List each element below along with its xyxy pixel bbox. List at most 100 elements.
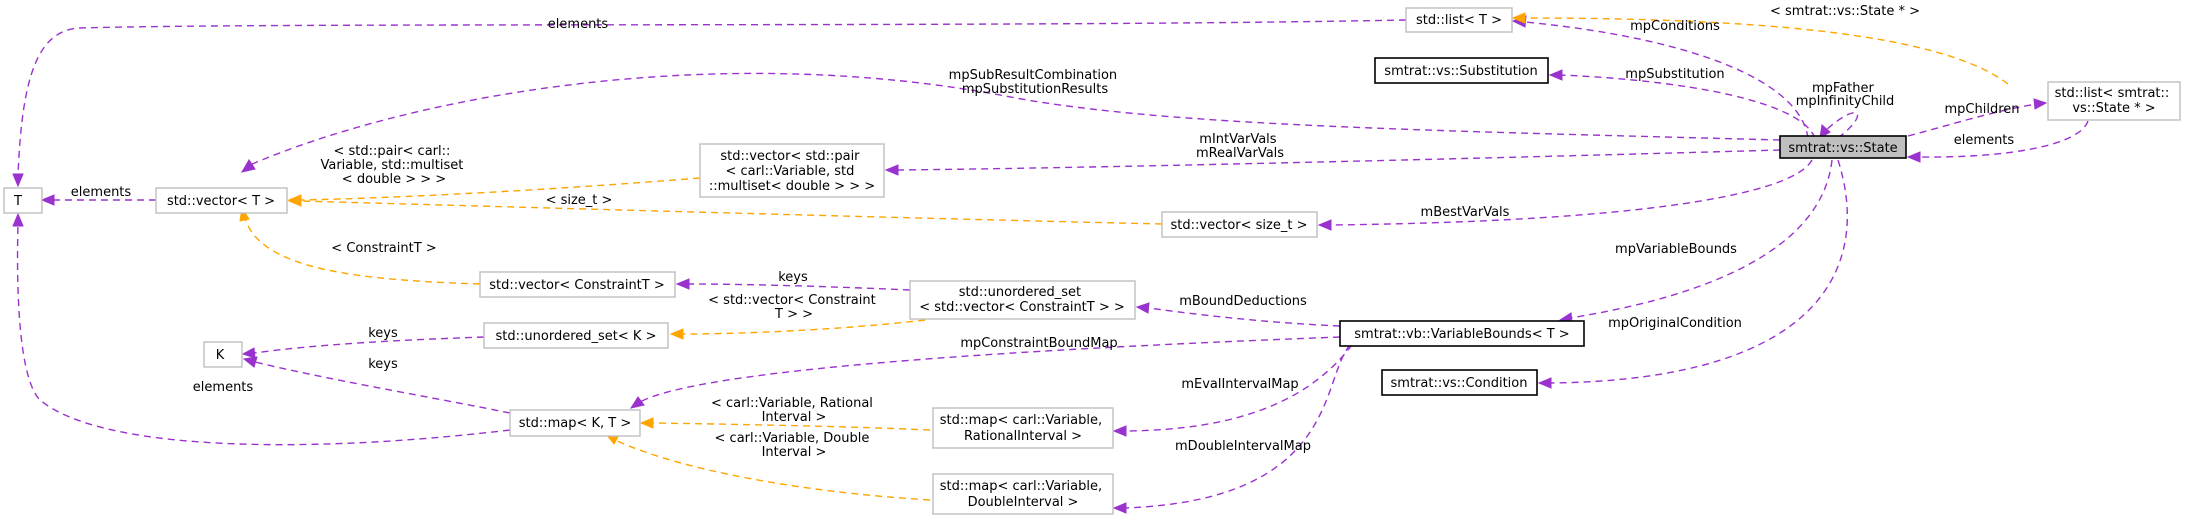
edge-mEvalIntervalMap (1124, 344, 1353, 432)
node-condition[interactable]: smtrat::vs::Condition (1381, 369, 1538, 396)
label-list-elements: elements (548, 17, 609, 32)
arrowhead-mpChildren (2033, 98, 2048, 110)
edge-double-tmpl (614, 439, 931, 501)
arrowhead-mEvalIntervalMap (1112, 425, 1127, 437)
edge-sizet-tmpl (299, 200, 1163, 225)
edge-uset-vec-tmpl (681, 319, 926, 335)
node-uset-K-label: std::unordered_set< K > (496, 329, 657, 344)
node-variable-bounds[interactable]: smtrat::vb::VariableBounds< T > (1339, 320, 1585, 347)
label-mpChildren: mpChildren (1944, 102, 2019, 117)
arrowhead-mpConstraintBoundMap (629, 396, 645, 409)
node-state-label: smtrat::vs::State (1788, 141, 1897, 156)
arrowhead-rational-tmpl (639, 417, 654, 429)
arrowhead-uset-vec-tmpl (669, 328, 684, 340)
node-uset-K[interactable]: std::unordered_set< K > (483, 322, 669, 349)
edge-set-keys (253, 336, 485, 354)
node-list-state[interactable]: std::list< smtrat:: vs::State * > (2047, 81, 2181, 121)
label-listState-tmpl: < smtrat::vs::State * > (1770, 4, 1920, 19)
label-mpConditions: mpConditions (1630, 19, 1720, 34)
node-map-rational[interactable]: std::map< carl::Variable, RationalInterv… (932, 407, 1114, 449)
node-vector-T-label: std::vector< T > (167, 194, 275, 209)
arrowhead-mDoubleIntervalMap (1112, 502, 1127, 514)
label-mIntVarVals: mIntVarVals mRealVarVals (1196, 132, 1284, 161)
label-rational-tmpl: < carl::Variable, Rational Interval > (711, 396, 877, 425)
node-substitution-label: smtrat::vs::Substitution (1384, 64, 1537, 79)
arrowhead-uset-vec-keys (675, 278, 690, 290)
arrowhead-listState-tmpl (1511, 12, 1526, 24)
node-list-T-label: std::list< T > (1416, 13, 1502, 28)
label-sizet-tmpl: < size_t > (546, 193, 613, 208)
label-uset-vec-tmpl: < std::vector< Constraint T > > (708, 293, 880, 322)
edge-mIntVarVals (896, 149, 1781, 171)
edge-mpSubResult (249, 72, 1781, 166)
node-variable-bounds-label: smtrat::vb::VariableBounds< T > (1354, 327, 1569, 342)
arrowhead-listState-elements (1906, 151, 1921, 163)
label-constraint-tmpl: < ConstraintT > (331, 241, 436, 256)
edge-uset-vec-keys (687, 283, 911, 291)
node-T-label: T (13, 194, 22, 209)
edge-mBestVarVals (1329, 159, 1813, 226)
arrowhead-mpFather (1819, 124, 1831, 139)
label-mBoundDeductions: mBoundDeductions (1179, 294, 1307, 309)
label-mpFather: mpFather mpInfinityChild (1796, 81, 1895, 109)
edge-mBoundDeductions (1147, 307, 1341, 327)
node-vector-constraint-label: std::vector< ConstraintT > (489, 278, 665, 293)
edge-mpConditions (1524, 21, 1809, 139)
arrowhead-mBoundDeductions (1135, 302, 1150, 314)
arrowhead-mpSubResult (240, 159, 256, 173)
label-mpVariableBounds: mpVariableBounds (1615, 242, 1737, 257)
edge-constraint-tmpl (244, 217, 481, 285)
label-map-elements: elements (193, 380, 254, 395)
label-mpOriginalCondition: mpOriginalCondition (1608, 316, 1742, 331)
label-mEvalIntervalMap: mEvalIntervalMap (1181, 377, 1298, 392)
arrowhead-mpSubstitution (1548, 69, 1563, 81)
node-vector-sizet-label: std::vector< size_t > (1171, 218, 1308, 233)
node-vector-sizet[interactable]: std::vector< size_t > (1161, 211, 1318, 238)
label-vector-elements: elements (71, 185, 132, 200)
label-set-keys: keys (368, 326, 398, 341)
node-substitution[interactable]: smtrat::vs::Substitution (1374, 57, 1549, 84)
edge-mpOriginalCondition (1549, 159, 1848, 384)
arrowhead-mBestVarVals (1317, 219, 1332, 231)
edge-mpVariableBounds (1569, 159, 1833, 319)
arrowhead-mIntVarVals (884, 164, 899, 176)
label-double-tmpl: < carl::Variable, Double Interval > (715, 431, 874, 460)
arrowhead-map-elements (12, 212, 24, 227)
node-vector-T[interactable]: std::vector< T > (155, 187, 288, 214)
edge-listState-tmpl (1523, 17, 2009, 85)
node-vector-constraint[interactable]: std::vector< ConstraintT > (479, 271, 676, 298)
node-K-label: K (216, 348, 225, 363)
arrowhead-vector-elements (40, 194, 55, 206)
arrowhead-sizet-tmpl (287, 195, 302, 207)
node-K[interactable]: K (203, 341, 243, 368)
arrowhead-list-elements (12, 173, 24, 188)
label-mDoubleIntervalMap: mDoubleIntervalMap (1175, 439, 1311, 454)
edge-mpFather (1823, 112, 1859, 139)
node-uset-vector-label: std::unordered_set < std::vector< Constr… (919, 285, 1125, 315)
node-condition-label: smtrat::vs::Condition (1391, 376, 1528, 391)
label-pair-tmpl: < std::pair< carl:: Variable, std::multi… (320, 144, 467, 187)
node-map-double-label: std::map< carl::Variable, DoubleInterval… (940, 479, 1107, 510)
node-map-rational-label: std::map< carl::Variable, RationalInterv… (940, 413, 1107, 444)
node-list-state-label: std::list< smtrat:: vs::State * > (2055, 86, 2174, 116)
node-uset-vector[interactable]: std::unordered_set < std::vector< Constr… (909, 280, 1136, 320)
label-mpConstraintBoundMap: mpConstraintBoundMap (960, 336, 1117, 351)
edge-list-elements (17, 19, 1407, 177)
label-mpSubstitution: mpSubstitution (1625, 67, 1724, 82)
node-list-T[interactable]: std::list< T > (1405, 7, 1513, 33)
node-map-KT[interactable]: std::map< K, T > (509, 409, 641, 437)
node-map-KT-label: std::map< K, T > (519, 416, 632, 431)
label-mBestVarVals: mBestVarVals (1421, 205, 1510, 220)
arrowhead-mpOriginalCondition (1537, 377, 1552, 389)
label-uset-vec-keys: keys (778, 270, 808, 285)
edge-rational-tmpl (651, 422, 931, 431)
node-map-double[interactable]: std::map< carl::Variable, DoubleInterval… (932, 473, 1114, 515)
edge-mpSubstitution (1559, 74, 1816, 139)
node-T[interactable]: T (3, 187, 43, 214)
node-state[interactable]: smtrat::vs::State (1779, 135, 1907, 159)
label-listState-elements: elements (1954, 133, 2015, 148)
edge-map-elements (16, 223, 511, 446)
node-vector-pair[interactable]: std::vector< std::pair < carl::Variable,… (699, 143, 885, 198)
arrowhead-set-keys (241, 347, 256, 359)
